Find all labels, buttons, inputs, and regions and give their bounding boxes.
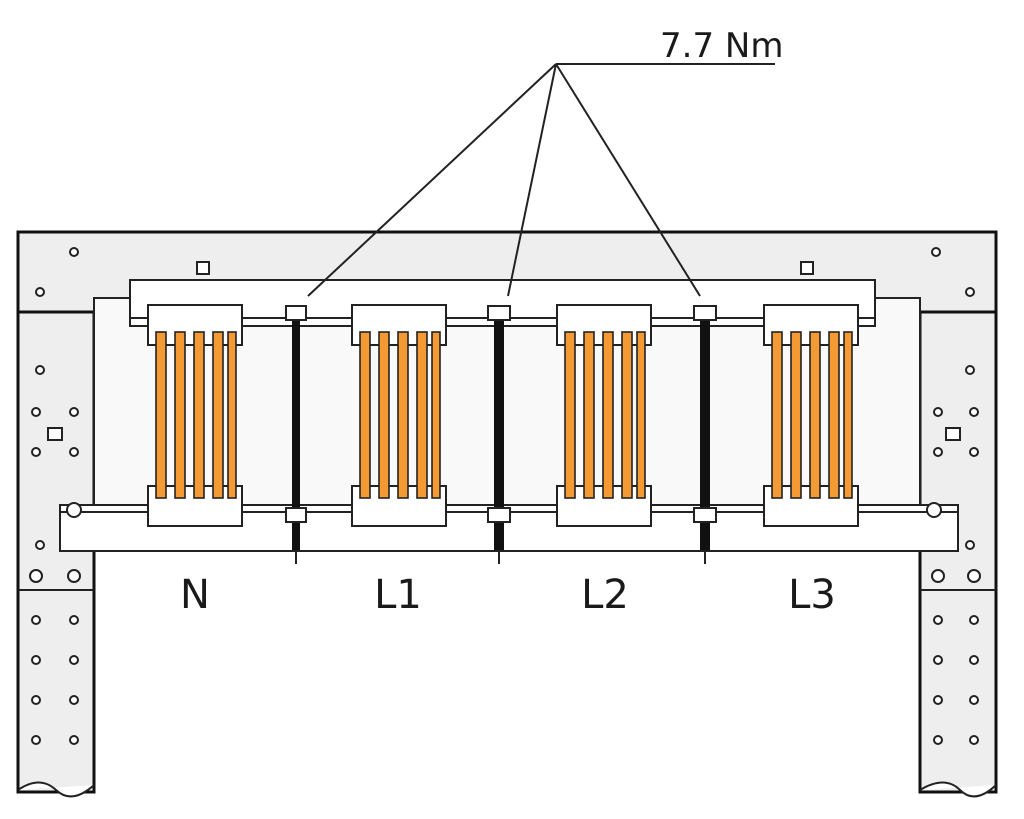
phase-label-n: N: [180, 572, 210, 618]
busbar-group-l1: [351, 304, 447, 527]
busbar-group-l2: [556, 304, 652, 527]
separator-bolt-3: [693, 305, 717, 564]
frame-mounting-holes: [29, 247, 981, 745]
phase-label-l2: L2: [581, 572, 629, 618]
busbar-group-n: [147, 304, 243, 527]
busbar-group-l3: [763, 304, 859, 527]
separator-bolt-1: [285, 305, 307, 564]
torque-leader-lines: [307, 63, 775, 297]
torque-label: 7.7 Nm: [660, 26, 783, 66]
phase-label-l3: L3: [788, 572, 836, 618]
separator-bolt-2: [487, 305, 511, 564]
phase-label-l1: L1: [374, 572, 422, 618]
